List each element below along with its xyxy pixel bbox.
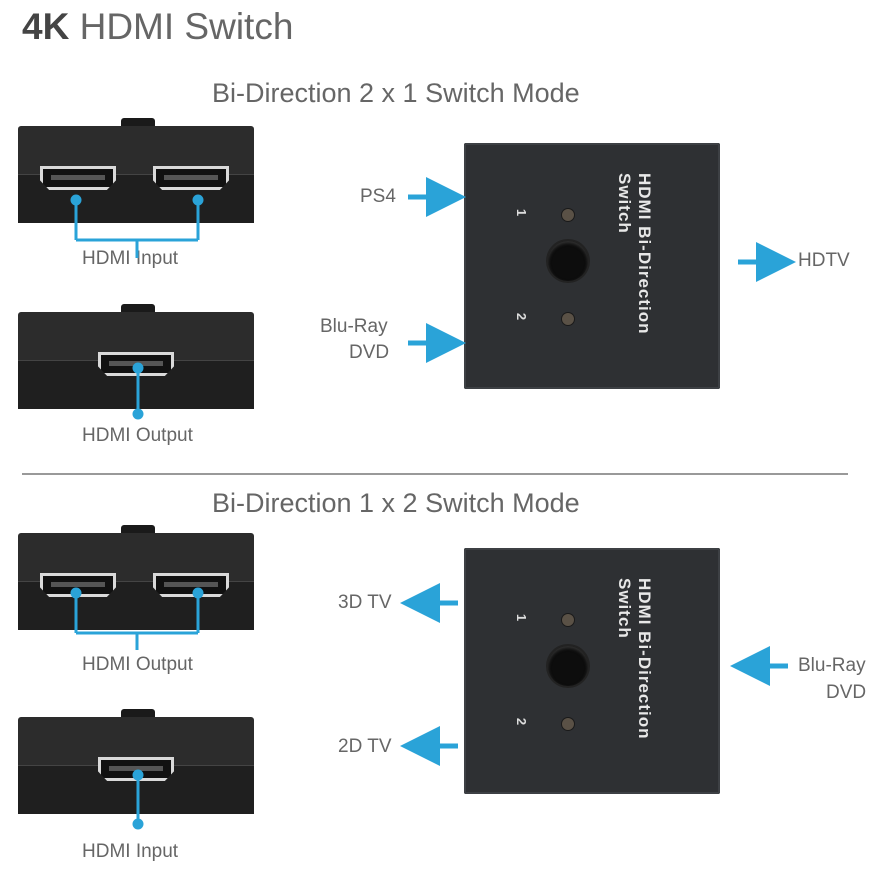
title-rest: HDMI Switch	[79, 6, 294, 47]
device-input-dual	[18, 118, 254, 223]
switch-button[interactable]	[548, 241, 588, 281]
port-number-2: 2	[514, 717, 530, 726]
section-heading-1: Bi-Direction 2 x 1 Switch Mode	[212, 78, 580, 108]
hdmi-port	[153, 573, 229, 597]
section-divider	[22, 473, 848, 475]
device-switch-knob	[121, 525, 155, 535]
device-label-hdmi-output: HDMI Output	[82, 654, 193, 675]
device-label-hdmi-input: HDMI Input	[82, 841, 179, 862]
page-title: 4K HDMI Switch	[22, 6, 293, 48]
device-output-dual	[18, 525, 254, 630]
hdmi-port	[40, 573, 116, 597]
device-switch-knob	[121, 709, 155, 719]
hdmi-port	[40, 166, 116, 190]
source-label-ps4: PS4	[360, 186, 396, 207]
connector-dot	[132, 818, 144, 830]
led-1	[562, 614, 574, 626]
source-label-bluray: Blu-Ray	[320, 316, 388, 337]
connector-dot	[132, 408, 144, 420]
led-2	[562, 718, 574, 730]
device-label-hdmi-input: HDMI Input	[82, 248, 179, 269]
source-label-bluray: Blu-Ray	[798, 655, 866, 676]
source-label-dvd: DVD	[349, 342, 390, 363]
hdmi-port	[98, 757, 174, 781]
led-1	[562, 209, 574, 221]
device-input-single	[18, 709, 254, 814]
switch-button[interactable]	[548, 646, 588, 686]
port-number-1: 1	[514, 208, 530, 217]
port-number-1: 1	[514, 613, 530, 622]
output-label-3dtv: 3D TV	[338, 592, 392, 613]
section-heading-2: Bi-Direction 1 x 2 Switch Mode	[212, 488, 580, 518]
led-2	[562, 313, 574, 325]
hdmi-port	[153, 166, 229, 190]
hdmi-port	[98, 352, 174, 376]
device-label-hdmi-output: HDMI Output	[82, 425, 193, 446]
device-switch-knob	[121, 118, 155, 128]
port-number-2: 2	[514, 312, 530, 321]
source-label-dvd: DVD	[826, 682, 867, 703]
title-bold: 4K	[22, 6, 70, 47]
device-switch-knob	[121, 304, 155, 314]
output-label-2dtv: 2D TV	[338, 736, 392, 757]
output-label-hdtv: HDTV	[798, 250, 850, 271]
device-output-single	[18, 304, 254, 409]
